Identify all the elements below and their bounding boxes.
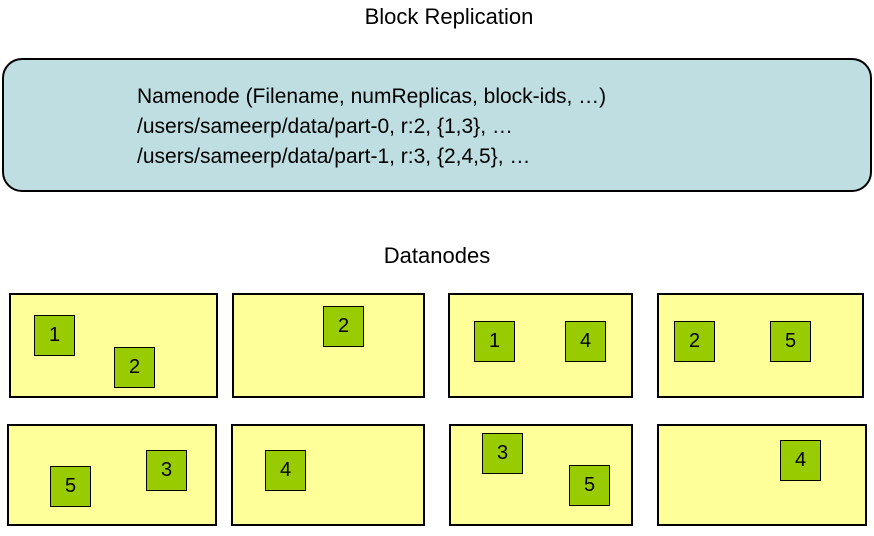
replica-block-5: 5 bbox=[50, 466, 91, 507]
namenode-file-entry-part1: /users/sameerp/data/part-1, r:3, {2,4,5}… bbox=[137, 145, 531, 168]
replica-block-2: 2 bbox=[323, 306, 364, 347]
replica-block-5: 5 bbox=[569, 465, 610, 506]
replica-block-5: 5 bbox=[770, 321, 811, 362]
replica-block-3: 3 bbox=[146, 450, 187, 491]
datanode-box-8: 4 bbox=[657, 424, 867, 526]
datanodes-label: Datanodes bbox=[383, 243, 491, 268]
namenode-heading: Namenode (Filename, numReplicas, block-i… bbox=[137, 85, 607, 108]
datanode-box-6: 4 bbox=[231, 424, 425, 526]
namenode-text: Namenode (Filename, numReplicas, block-i… bbox=[137, 82, 606, 172]
namenode-box: Namenode (Filename, numReplicas, block-i… bbox=[2, 58, 872, 192]
replica-block-2: 2 bbox=[114, 347, 155, 388]
namenode-file-entry-part0: /users/sameerp/data/part-0, r:2, {1,3}, … bbox=[137, 115, 513, 138]
replica-block-1: 1 bbox=[34, 315, 75, 356]
replica-block-3: 3 bbox=[482, 433, 523, 474]
datanode-box-2: 2 bbox=[232, 293, 425, 398]
replica-block-4: 4 bbox=[565, 321, 606, 362]
replica-block-4: 4 bbox=[265, 450, 306, 491]
replica-block-4: 4 bbox=[780, 440, 821, 481]
page-title: Block Replication bbox=[364, 4, 534, 29]
replica-block-2: 2 bbox=[674, 321, 715, 362]
replica-block-1: 1 bbox=[474, 321, 515, 362]
